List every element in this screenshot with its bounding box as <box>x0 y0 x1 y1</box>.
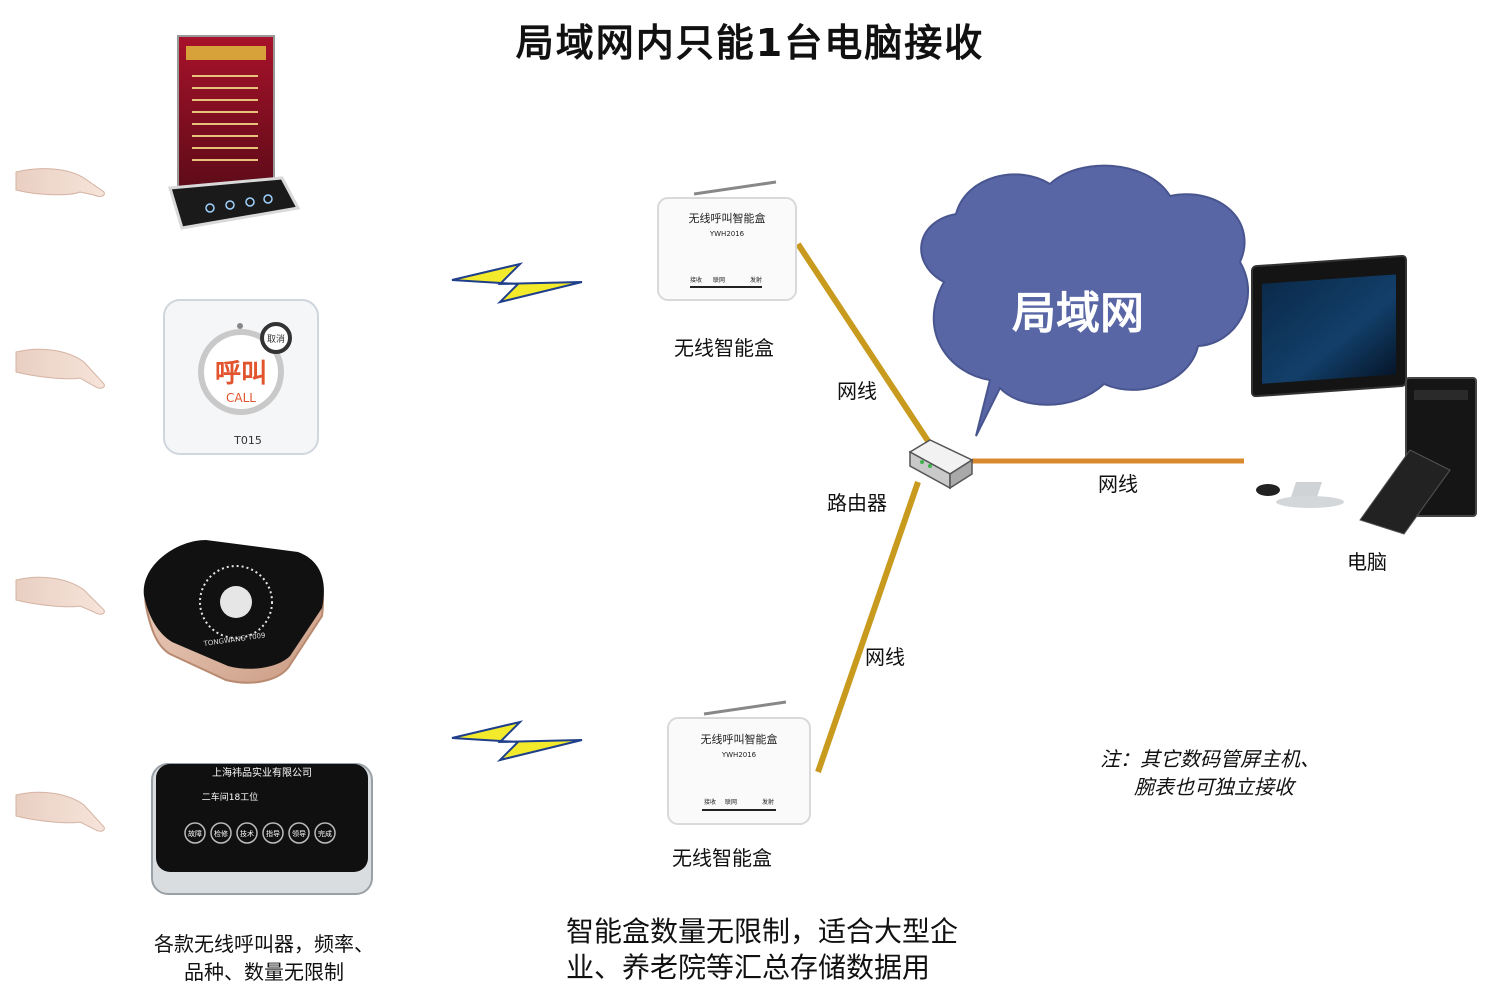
panel-call-button: 上海祎品实业有限公司 二车间18工位 故障 检修 技术 指导 领导 完成 <box>151 763 373 895</box>
cable-label-bottom: 网线 <box>865 645 905 669</box>
cable-label-right: 网线 <box>1098 472 1138 496</box>
smart-box-status: 发射 <box>750 276 762 284</box>
cable-label-top: 网线 <box>837 379 877 403</box>
bottom-caption: 智能盒数量无限制，适合大型企 业、养老院等汇总存储数据用 <box>566 914 958 986</box>
computer-label: 电脑 <box>1347 550 1387 574</box>
round-call-button: TONGWANG T009 <box>143 540 324 684</box>
panel-btn-label: 技术 <box>240 829 254 838</box>
menu-stand-caller <box>168 35 301 230</box>
smart-box-label-bottom: 无线智能盒 <box>672 846 772 870</box>
smart-box-brand: 无线呼叫智能盒 <box>701 732 778 746</box>
left-caption-line: 各款无线呼叫器，频率、 <box>154 932 374 956</box>
note-line: 腕表也可独立接收 <box>1134 775 1294 799</box>
smart-box-brand: 无线呼叫智能盒 <box>689 211 766 225</box>
smart-box-status: 联网 <box>725 798 737 806</box>
left-caption-line: 品种、数量无限制 <box>184 960 344 984</box>
hand-icon <box>15 576 105 615</box>
call-button-sub: CALL <box>226 391 256 405</box>
panel-btn-label: 检修 <box>214 829 228 838</box>
router-icon <box>908 439 974 490</box>
hand-icon <box>15 348 105 389</box>
bottom-caption-line: 智能盒数量无限制，适合大型企 <box>566 915 959 948</box>
cloud-label: 局域网 <box>1012 288 1144 339</box>
panel-btn-label: 领导 <box>292 829 306 838</box>
bottom-caption-line: 业、养老院等汇总存储数据用 <box>566 951 931 984</box>
left-caption: 各款无线呼叫器，频率、 品种、数量无限制 <box>134 930 394 986</box>
line-text: 二车间18工位 <box>202 791 258 803</box>
panel-btn-label: 故障 <box>188 829 202 838</box>
cancel-text: 取消 <box>267 333 285 345</box>
wireless-signal-icon <box>451 262 583 304</box>
smart-box-device: 无线呼叫智能盒 YWH2016 接收 联网 发射 <box>657 180 797 301</box>
network-cable <box>815 481 921 773</box>
call-button-text: 呼叫 <box>215 359 267 389</box>
smart-box-status: 联网 <box>713 276 725 284</box>
smart-box-model: YWH2016 <box>709 230 745 238</box>
note-text: 注：其它数码管屏主机、 腕表也可独立接收 <box>1100 745 1320 801</box>
hand-icon <box>15 791 105 832</box>
square-call-button: 呼叫 CALL 取消 T015 <box>163 299 319 455</box>
panel-btn-label: 完成 <box>318 829 332 838</box>
smart-box-device: 无线呼叫智能盒 YWH2016 接收 联网 发射 <box>667 700 811 825</box>
page-title: 局域网内只能1台电脑接收 <box>515 21 985 65</box>
smart-box-status: 接收 <box>704 798 716 806</box>
lan-cloud: 局域网 <box>920 164 1250 437</box>
company-text: 上海祎品实业有限公司 <box>212 766 312 779</box>
smart-box-label-top: 无线智能盒 <box>674 336 774 360</box>
wireless-signal-icon <box>451 720 583 762</box>
smart-box-model: YWH2016 <box>721 751 757 759</box>
router-label: 路由器 <box>827 491 887 515</box>
model-text: T015 <box>233 434 262 447</box>
computer-icon <box>1251 254 1477 535</box>
smart-box-status: 发射 <box>762 798 774 806</box>
hand-icon <box>15 168 105 197</box>
smart-box-status: 接收 <box>690 276 702 284</box>
network-cable <box>795 242 933 446</box>
panel-btn-label: 指导 <box>266 829 280 838</box>
note-line: 注：其它数码管屏主机、 <box>1100 747 1320 771</box>
